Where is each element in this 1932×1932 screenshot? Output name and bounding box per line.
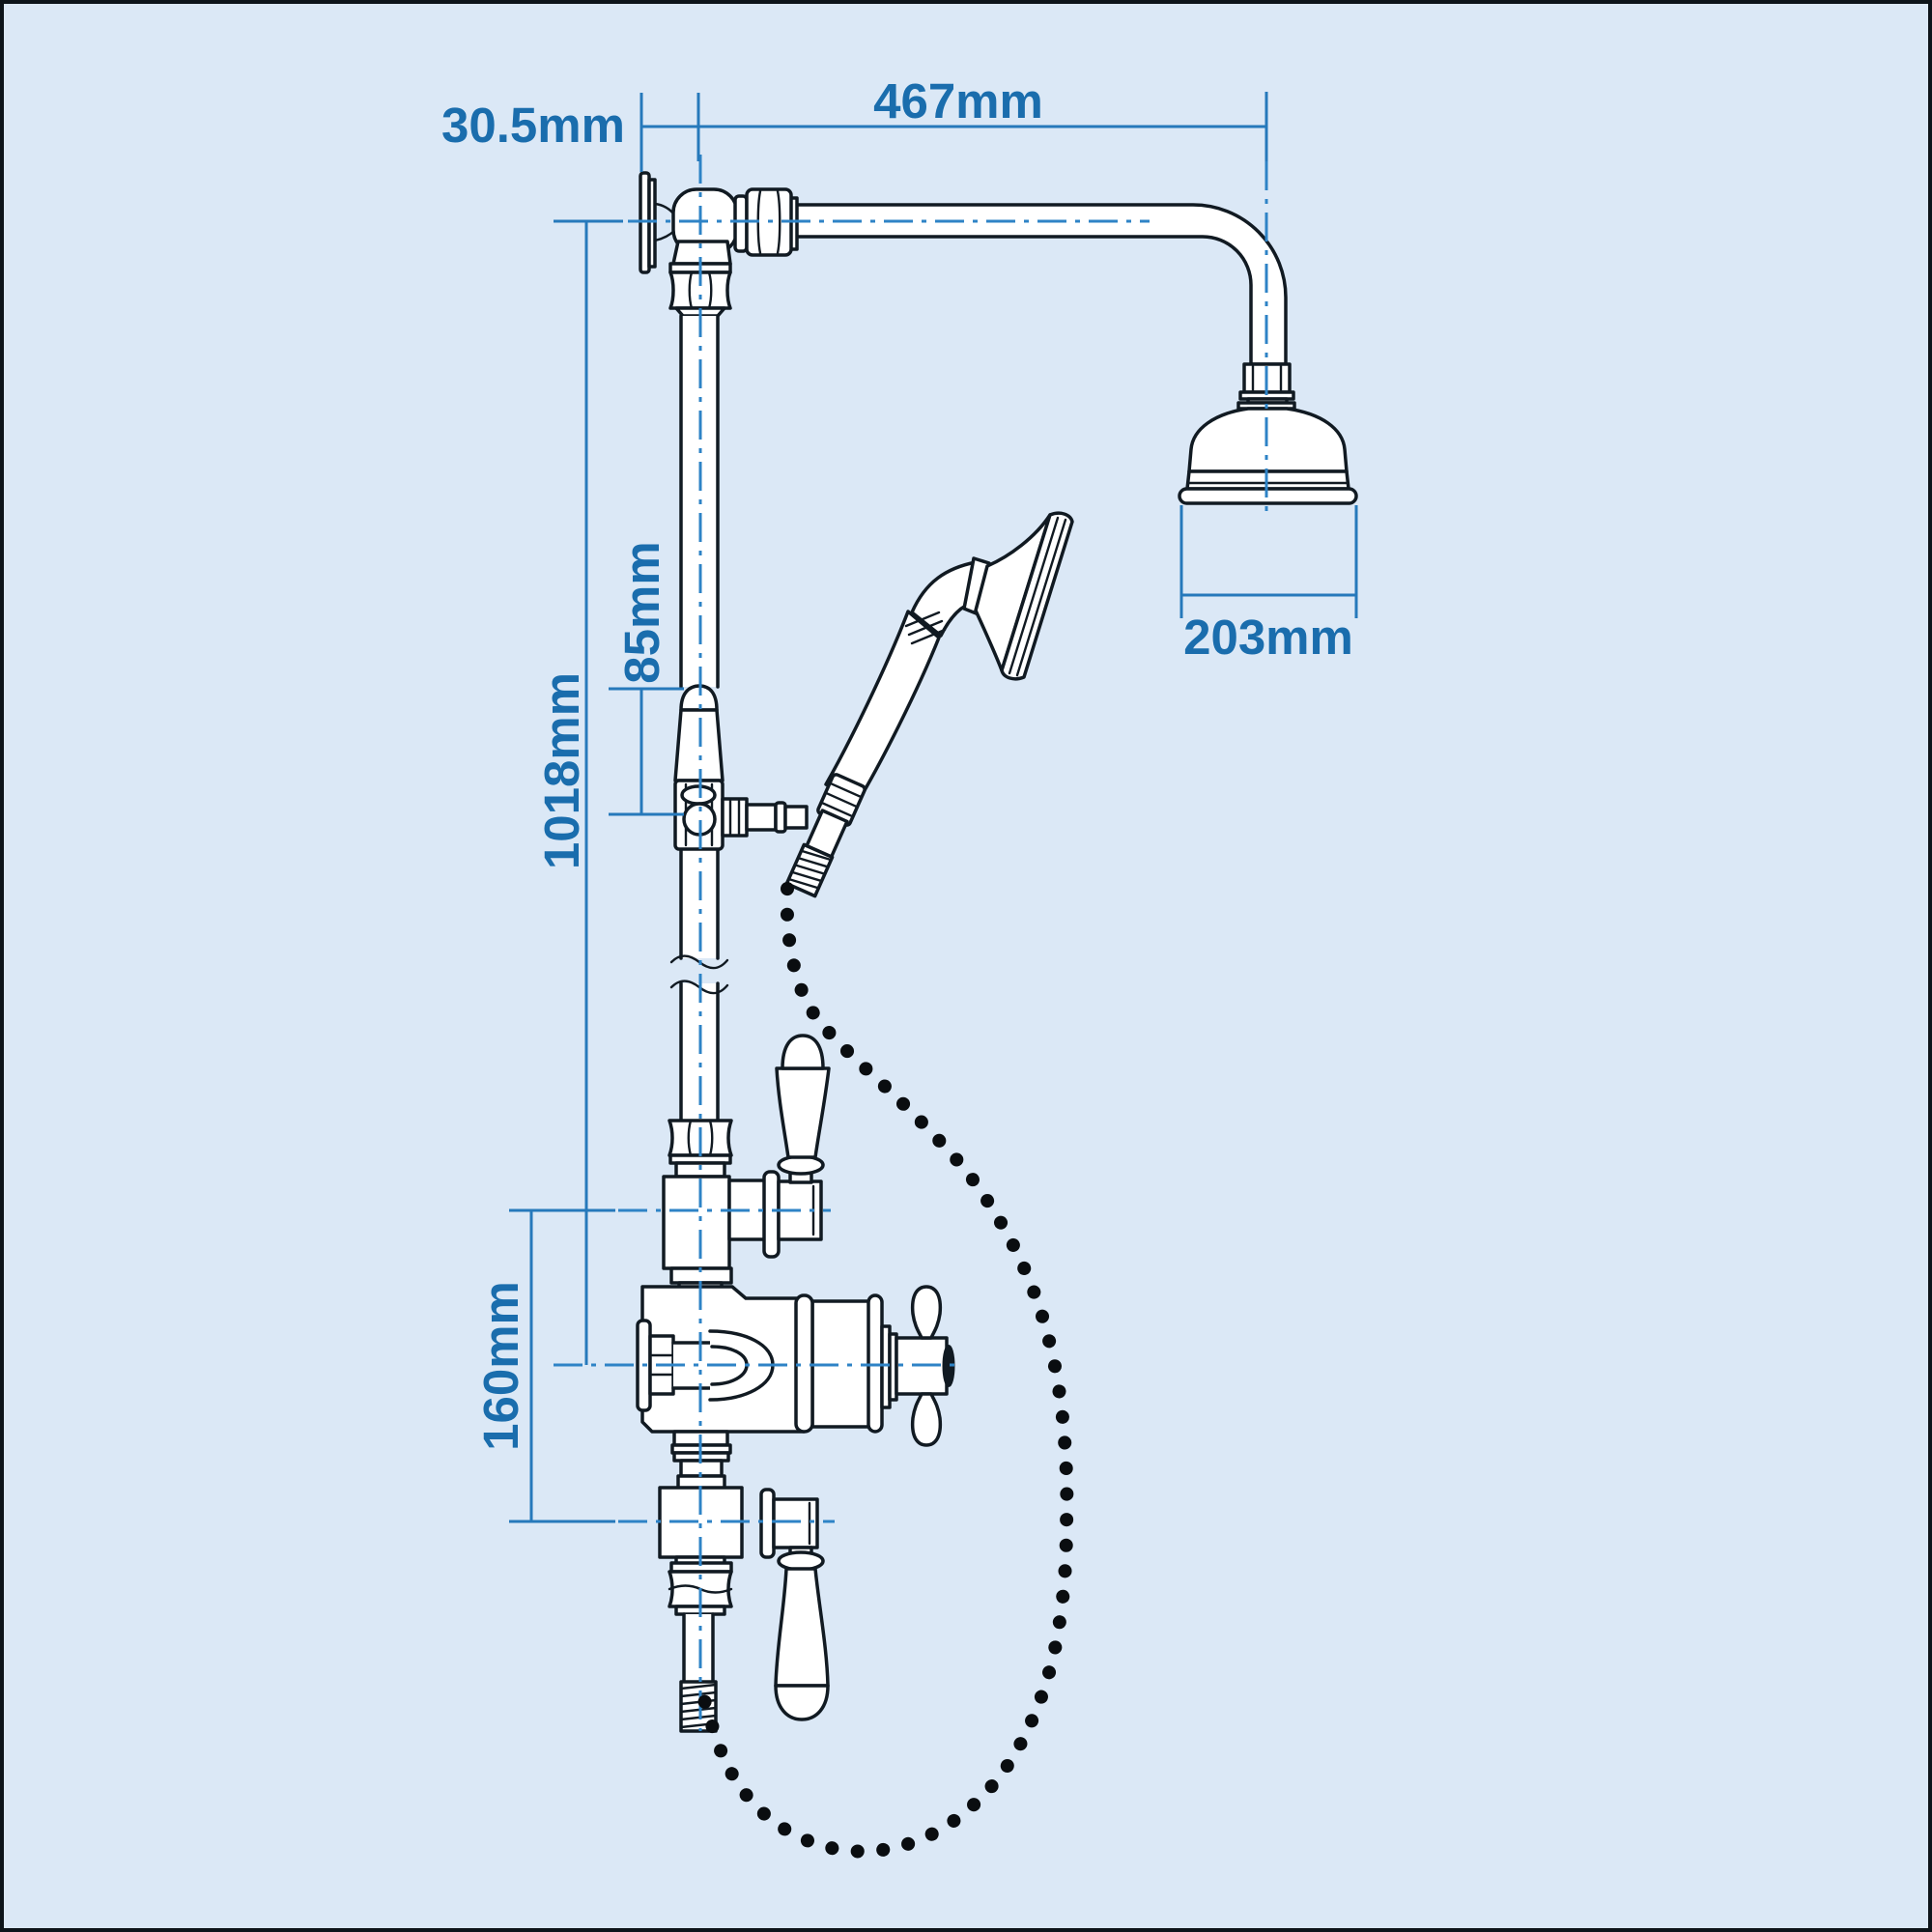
dimension-label-head-diameter: 203mm [1183,610,1353,665]
dimension-label-handset-bracket: 85mm [614,541,669,683]
dimension-label-arm-reach: 467mm [873,73,1043,128]
diverter-lever [775,1066,831,1159]
diverter-valve [662,1034,831,1291]
handset-cradle [673,684,809,851]
dimension-label-valve-spacing: 160mm [473,1281,528,1451]
cross-handle-bottom [910,1392,943,1447]
dimension-label-wall-offset: 30.5mm [441,98,625,153]
handset-thread [784,842,835,898]
shower-hose-dotted [694,882,1074,1859]
dimension-label-riser-height: 1018mm [534,672,589,869]
centerlines [554,155,1268,1731]
handset [784,511,1074,898]
cross-handle-top [910,1285,943,1340]
pipe-break-gap [676,960,723,981]
dimensions [509,92,1358,1523]
